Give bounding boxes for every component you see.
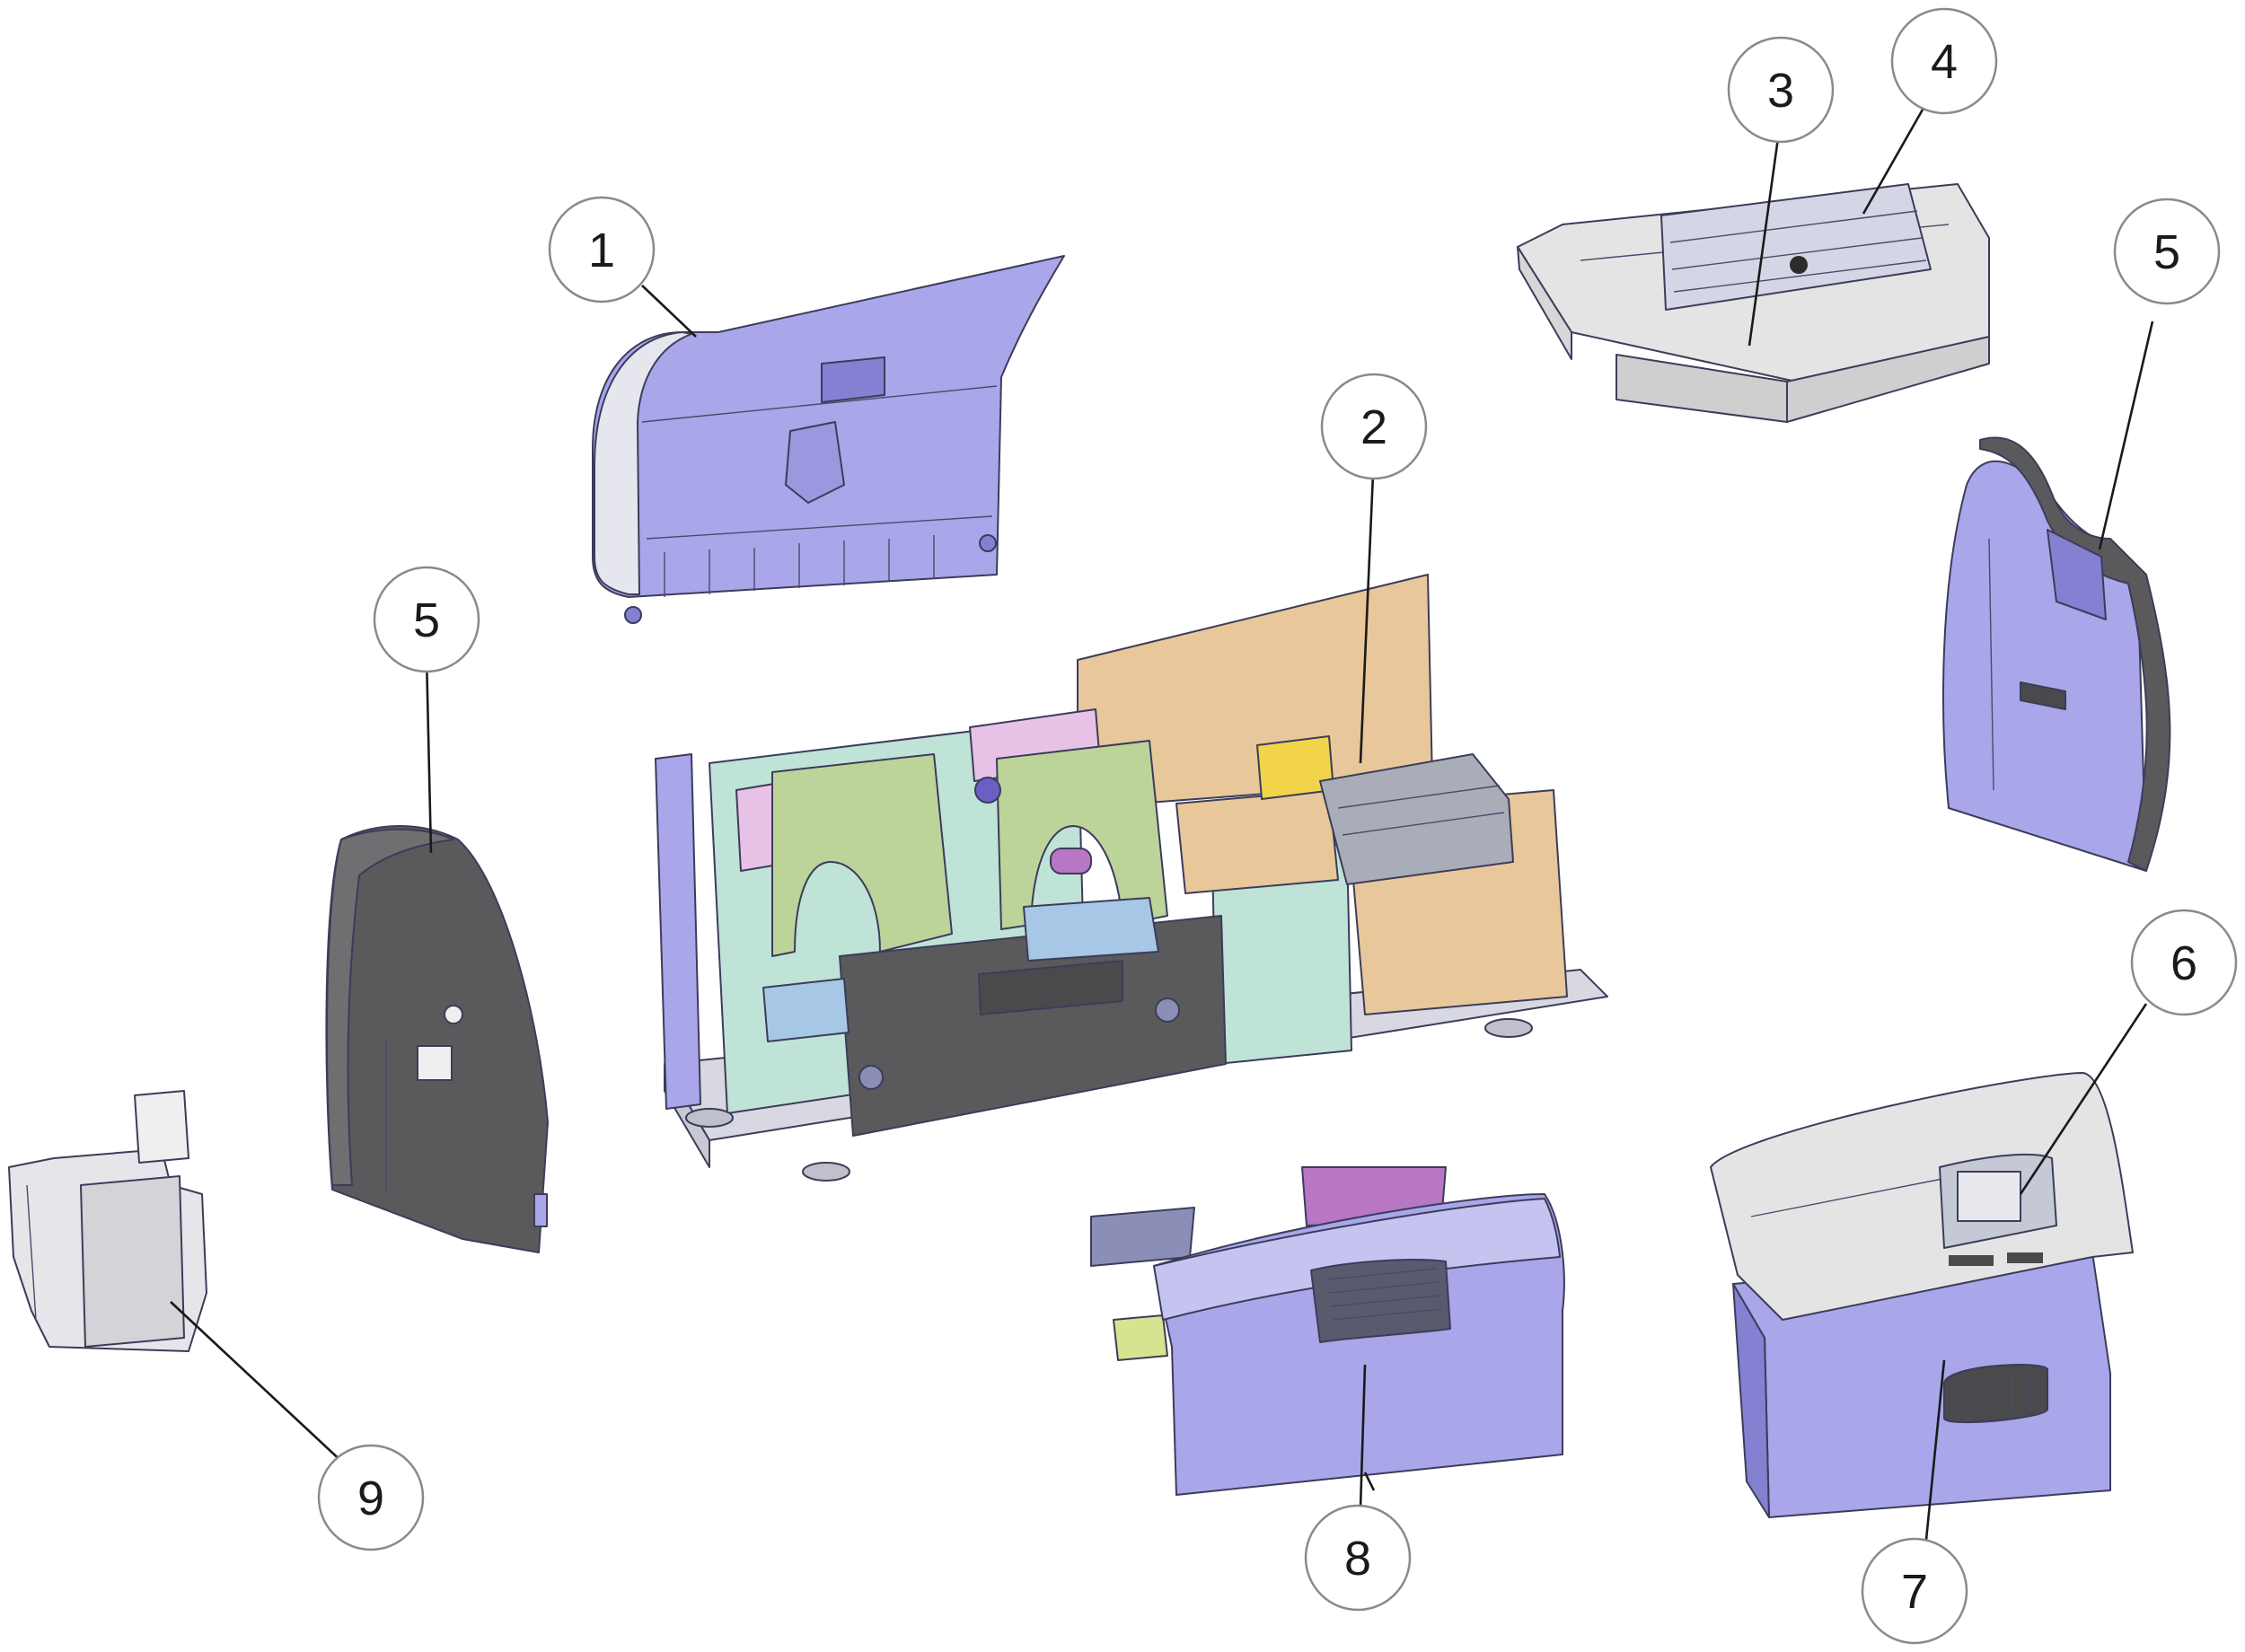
callout-number: 3 (1767, 64, 1794, 118)
callout-4: 4 (1890, 7, 1998, 115)
callout-number: 7 (1901, 1565, 1928, 1619)
callout-number: 9 (357, 1472, 384, 1525)
ribbon-cover-part (1090, 1166, 1565, 1496)
callout-number: 4 (1931, 35, 1958, 89)
right-side-panel-part (1942, 436, 2171, 872)
callout-7: 7 (1861, 1537, 1968, 1645)
callout-number: 8 (1344, 1532, 1371, 1586)
callout-6: 6 (2130, 909, 2238, 1016)
callout-8: 8 (1304, 1504, 1412, 1612)
card-hopper-part (8, 1090, 207, 1352)
control-panel-part (1939, 1153, 2057, 1266)
cover-window-part (1660, 183, 1932, 311)
callout-number: 5 (2153, 225, 2180, 279)
callout-number: 2 (1360, 400, 1387, 454)
callout-1: 1 (548, 196, 656, 303)
callout-number: 6 (2170, 936, 2197, 990)
rear-lid-part (592, 255, 1065, 624)
callout-5-right: 5 (2113, 198, 2221, 305)
printer-mechanism-part (655, 574, 1608, 1182)
callout-3: 3 (1727, 36, 1835, 144)
callout-2: 2 (1320, 373, 1428, 480)
callout-5-left: 5 (373, 566, 480, 673)
callout-number: 1 (588, 224, 615, 277)
callout-9: 9 (317, 1444, 425, 1551)
left-side-panel-part (325, 825, 549, 1253)
callout-number: 5 (413, 593, 440, 647)
front-cover-part (1710, 1072, 2134, 1518)
leader-lines (170, 102, 2154, 1541)
